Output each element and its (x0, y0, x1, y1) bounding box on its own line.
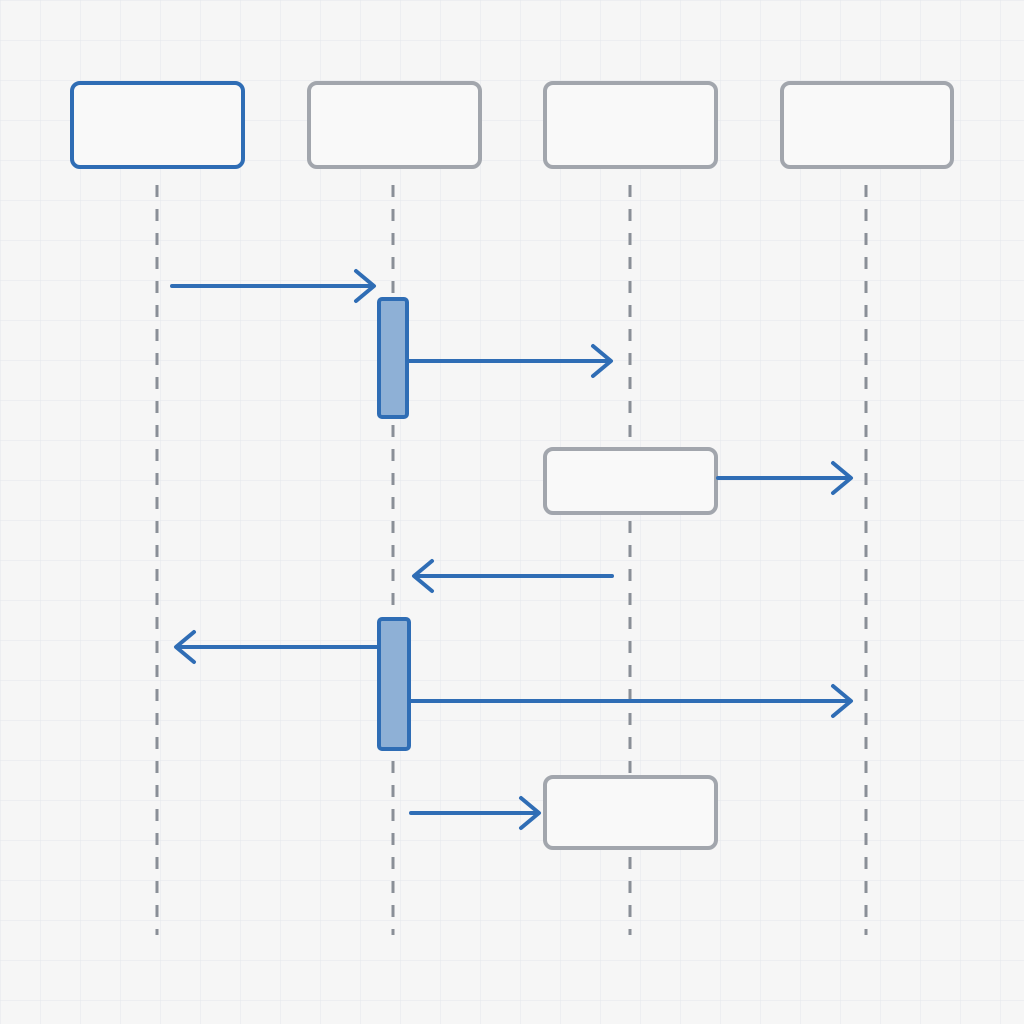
activations (377, 297, 411, 751)
activation-bar-1[interactable] (377, 297, 409, 419)
messages (170, 269, 853, 830)
message-arrow-5[interactable] (174, 630, 380, 664)
participants (70, 81, 954, 169)
inline-boxes (543, 447, 718, 850)
activation-bar-2[interactable] (377, 617, 411, 751)
message-arrow-4[interactable] (412, 559, 614, 593)
inline-box-2[interactable] (543, 775, 718, 850)
inline-box-1[interactable] (543, 447, 718, 515)
message-arrow-6[interactable] (409, 684, 853, 718)
participant-box-p3[interactable] (543, 81, 718, 169)
message-arrow-3[interactable] (716, 461, 853, 495)
participant-box-p2[interactable] (307, 81, 482, 169)
participant-box-p4[interactable] (780, 81, 954, 169)
participant-box-p1[interactable] (70, 81, 245, 169)
message-arrow-1[interactable] (170, 269, 376, 303)
message-arrow-7[interactable] (409, 796, 541, 830)
message-arrow-2[interactable] (407, 344, 613, 378)
